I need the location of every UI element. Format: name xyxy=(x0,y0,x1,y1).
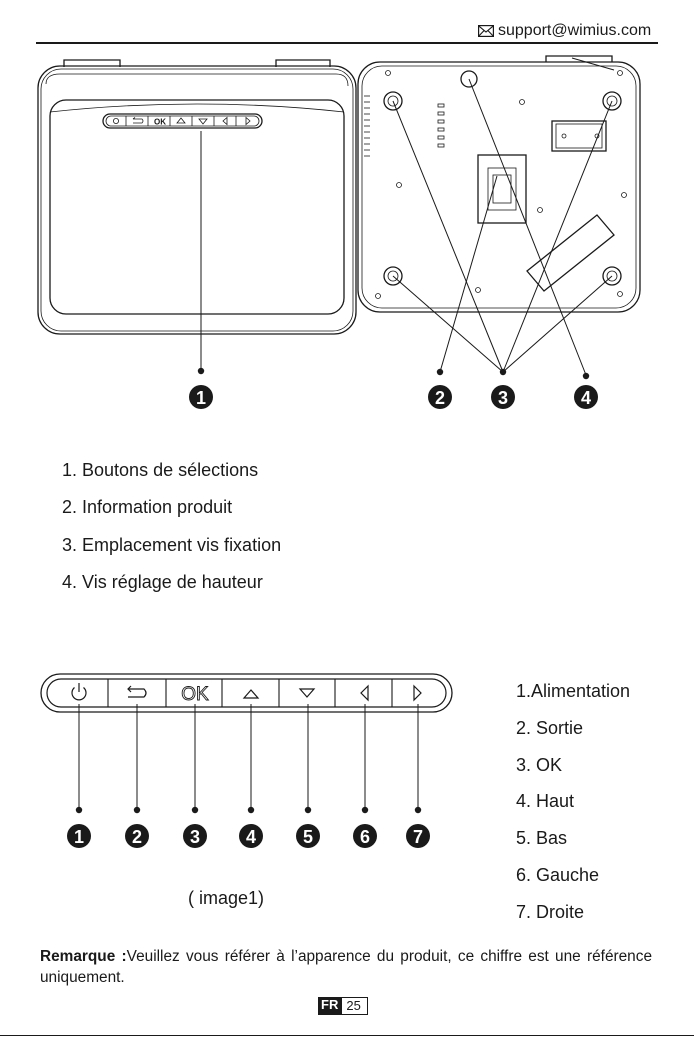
function-item: 7. Droite xyxy=(516,901,585,922)
bar-callout-2: 2 xyxy=(125,824,149,848)
projector-figure: 1 2 3 4 OK xyxy=(37,55,641,409)
note: Remarque :Veuillez vous référer à l’appa… xyxy=(40,946,652,988)
page-lang: FR xyxy=(318,997,342,1015)
bar-callout-3: 3 xyxy=(183,824,207,848)
header-email: support@wimius.com xyxy=(478,22,651,40)
function-item: 5. Bas xyxy=(516,828,568,849)
down-arrow-icon xyxy=(298,688,316,698)
bar-callout-6: 6 xyxy=(353,824,377,848)
note-label: Remarque : xyxy=(40,948,127,965)
button-bar-figure: OK 1 2 3 4 5 6 7 xyxy=(40,673,453,848)
parts-list: 1. Boutons de sélections 2. Information … xyxy=(62,452,281,601)
function-item: 1.Alimentation xyxy=(516,681,631,701)
header-rule xyxy=(36,42,658,44)
svg-text:3: 3 xyxy=(498,388,508,408)
return-icon xyxy=(127,685,147,698)
projector-top-view xyxy=(37,59,357,370)
functions-list: 1.Alimentation 2. Sortie 3. OK 4. Haut 5… xyxy=(516,673,630,931)
svg-text:2: 2 xyxy=(435,388,445,408)
page-marker: FR 25 xyxy=(318,997,368,1015)
function-item: 2. Sortie xyxy=(516,717,584,738)
svg-text:1: 1 xyxy=(196,388,206,408)
function-item: 4. Haut xyxy=(516,791,575,812)
image-caption: ( image1) xyxy=(188,888,265,908)
page-number: 25 xyxy=(341,997,368,1015)
envelope-icon xyxy=(478,25,494,37)
svg-text:5: 5 xyxy=(303,827,313,847)
left-arrow-icon xyxy=(360,684,369,702)
bar-callout-7: 7 xyxy=(406,824,430,848)
top-callout-3: 3 xyxy=(491,385,515,409)
svg-text:3: 3 xyxy=(190,827,200,847)
top-callout-2: 2 xyxy=(428,385,452,409)
ok-label: OK xyxy=(181,684,209,705)
parts-item: 4. Vis réglage de hauteur xyxy=(62,571,263,592)
svg-text:2: 2 xyxy=(132,827,142,847)
footer-rule xyxy=(0,1035,694,1036)
function-item: 6. Gauche xyxy=(516,864,600,885)
up-arrow-icon xyxy=(242,689,260,699)
right-arrow-icon xyxy=(413,684,422,702)
power-icon xyxy=(71,683,87,701)
projector-bottom-view xyxy=(357,55,641,376)
top-callout-1: 1 xyxy=(189,385,213,409)
svg-text:1: 1 xyxy=(74,827,84,847)
top-callout-4: 4 xyxy=(574,385,598,409)
svg-text:4: 4 xyxy=(246,827,256,847)
svg-text:7: 7 xyxy=(413,827,423,847)
function-item: 3. OK xyxy=(516,754,563,775)
bar-callout-5: 5 xyxy=(296,824,320,848)
top-ok-label: OK xyxy=(154,118,166,127)
parts-item: 2. Information produit xyxy=(62,497,233,518)
bar-callout-1: 1 xyxy=(67,824,91,848)
parts-item: 3. Emplacement vis fixation xyxy=(62,534,282,555)
bar-callout-4: 4 xyxy=(239,824,263,848)
top-button-bar xyxy=(102,113,263,129)
svg-text:4: 4 xyxy=(581,388,591,408)
svg-text:6: 6 xyxy=(360,827,370,847)
email-text: support@wimius.com xyxy=(498,22,652,39)
note-text: Veuillez vous référer à l’apparence du p… xyxy=(40,948,652,986)
parts-item: 1. Boutons de sélections xyxy=(62,460,259,480)
